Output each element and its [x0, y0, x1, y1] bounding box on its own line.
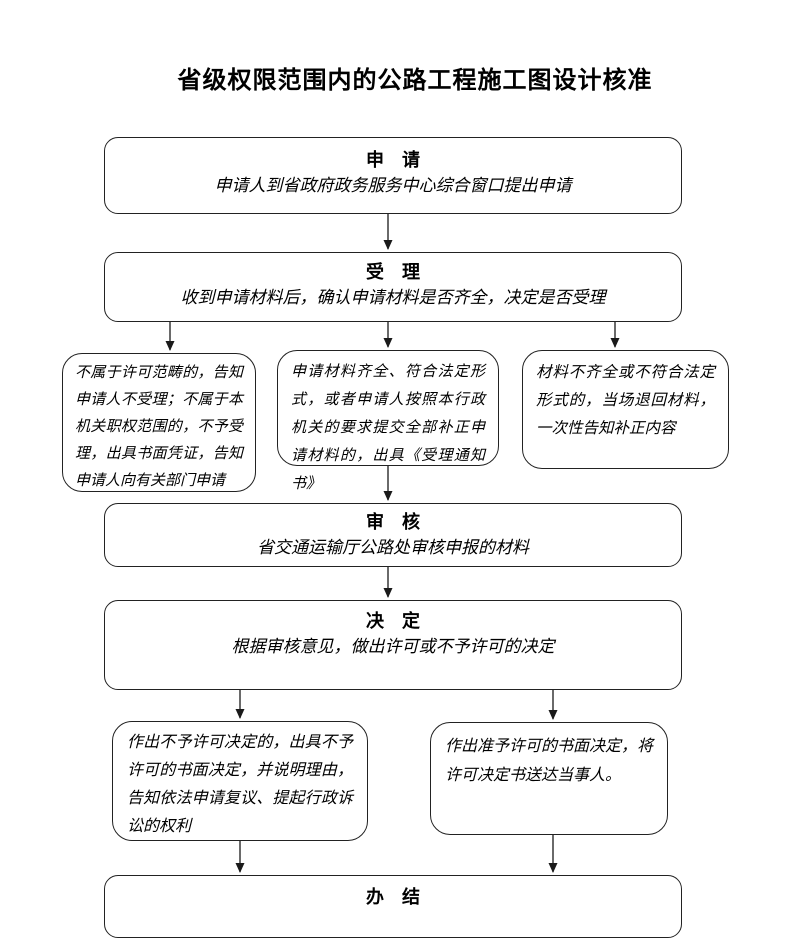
node-accept: 受 理 收到申请材料后，确认申请材料是否齐全，决定是否受理: [104, 252, 682, 322]
node-complete: 办 结: [104, 875, 682, 938]
branch-accepted-text: 申请材料齐全、符合法定形式，或者申请人按照本行政机关的要求提交全部补正申请材料的…: [291, 363, 485, 492]
branch-accepted: 申请材料齐全、符合法定形式，或者申请人按照本行政机关的要求提交全部补正申请材料的…: [277, 350, 499, 492]
node-apply-desc: 申请人到省政府政务服务中心综合窗口提出申请: [214, 176, 572, 195]
branch-return-materials-text: 材料不齐全或不符合法定形式的，当场退回材料，一次性告知补正内容: [536, 364, 715, 437]
branch-return-materials: 材料不齐全或不符合法定形式的，当场退回材料，一次性告知补正内容: [522, 350, 729, 469]
node-decision: 决 定 根据审核意见，做出许可或不予许可的决定: [104, 600, 682, 690]
node-decision-title: 决 定: [366, 611, 420, 631]
branch-not-accepted: 不属于许可范畴的，告知申请人不受理；不属于本机关职权范围的，不予受理，出具书面凭…: [62, 353, 256, 492]
branch-grant-decision: 作出准予许可的书面决定，将许可决定书送达当事人。: [430, 722, 668, 835]
node-accept-title: 受 理: [366, 262, 420, 282]
node-apply-title: 申 请: [366, 150, 420, 170]
node-decision-desc: 根据审核意见，做出许可或不予许可的决定: [231, 637, 555, 656]
node-review-desc: 省交通运输厅公路处审核申报的材料: [257, 538, 529, 557]
branch-deny-decision: 作出不予许可决定的，出具不予许可的书面决定，并说明理由，告知依法申请复议、提起行…: [112, 721, 368, 841]
branch-not-accepted-text: 不属于许可范畴的，告知申请人不受理；不属于本机关职权范围的，不予受理，出具书面凭…: [75, 364, 243, 489]
node-accept-desc: 收到申请材料后，确认申请材料是否齐全，决定是否受理: [180, 288, 606, 307]
node-complete-title: 办 结: [366, 887, 420, 907]
node-apply: 申 请 申请人到省政府政务服务中心综合窗口提出申请: [104, 137, 682, 214]
page-title: 省级权限范围内的公路工程施工图设计核准: [177, 67, 653, 94]
node-review: 审 核 省交通运输厅公路处审核申报的材料: [104, 503, 682, 567]
branch-deny-decision-text: 作出不予许可决定的，出具不予许可的书面决定，并说明理由，告知依法申请复议、提起行…: [127, 734, 353, 835]
node-review-title: 审 核: [366, 512, 420, 532]
branch-grant-decision-text: 作出准予许可的书面决定，将许可决定书送达当事人。: [445, 738, 654, 784]
